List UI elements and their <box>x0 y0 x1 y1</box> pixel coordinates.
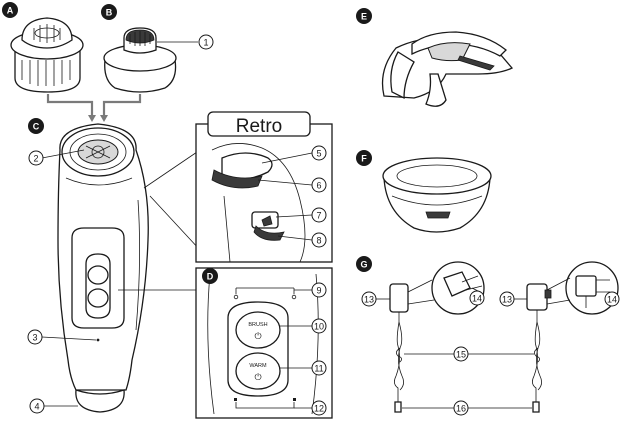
svg-text:10: 10 <box>314 322 324 332</box>
device-body <box>57 123 149 413</box>
brush-head-a <box>10 17 84 93</box>
svg-text:F: F <box>361 154 367 164</box>
badge-d: D <box>202 268 218 284</box>
label-2: 2 <box>28 150 44 166</box>
svg-text:14: 14 <box>607 295 617 305</box>
label-7: 7 <box>311 207 327 223</box>
svg-text:16: 16 <box>456 404 466 414</box>
power-icon: ⏻ <box>254 372 261 383</box>
label-16: 16 <box>453 400 469 416</box>
svg-text:1: 1 <box>203 38 208 48</box>
badge-e: E <box>356 8 372 24</box>
label-1: 1 <box>198 34 214 50</box>
svg-text:E: E <box>361 12 367 22</box>
svg-text:A: A <box>7 6 14 16</box>
svg-text:6: 6 <box>316 181 321 191</box>
label-5: 5 <box>311 145 327 161</box>
brush-button-label: BRUSH <box>248 322 267 328</box>
button-panel-d: BRUSH ⏻ WARM ⏻ <box>195 267 333 419</box>
svg-text:7: 7 <box>316 211 321 221</box>
label-15: 15 <box>453 346 469 362</box>
warm-button-label: WARM <box>249 363 267 369</box>
svg-text:13: 13 <box>364 295 374 305</box>
brush-button <box>235 311 281 349</box>
badge-f: F <box>356 150 372 166</box>
adapter-right <box>526 261 619 413</box>
svg-text:14: 14 <box>472 294 482 304</box>
label-10: 10 <box>311 318 327 334</box>
attach-arrows <box>46 94 142 122</box>
svg-text:13: 13 <box>502 295 512 305</box>
svg-text:8: 8 <box>316 236 321 246</box>
power-icon: ⏻ <box>254 331 261 342</box>
stand-e <box>381 31 514 107</box>
badge-c: C <box>28 118 44 134</box>
retro-callout: Retro <box>195 111 333 263</box>
svg-text:12: 12 <box>314 404 324 414</box>
label-4: 4 <box>29 398 45 414</box>
label-14b: 14 <box>604 291 620 307</box>
label-13b: 13 <box>499 291 515 307</box>
label-11: 11 <box>311 360 327 376</box>
retro-title: Retro <box>236 116 282 137</box>
svg-text:D: D <box>207 272 214 282</box>
svg-text:15: 15 <box>456 350 466 360</box>
label-3: 3 <box>27 329 43 345</box>
svg-text:G: G <box>360 260 367 270</box>
svg-text:9: 9 <box>316 286 321 296</box>
badge-b: B <box>101 4 117 20</box>
label-6: 6 <box>311 177 327 193</box>
adapter-left <box>389 261 485 413</box>
svg-text:4: 4 <box>34 402 39 412</box>
svg-text:B: B <box>106 8 113 18</box>
svg-text:3: 3 <box>32 333 37 343</box>
cap-f <box>382 157 492 233</box>
svg-text:C: C <box>33 122 40 132</box>
svg-text:11: 11 <box>314 364 323 374</box>
retro-title-box <box>207 111 311 137</box>
brush-head-b <box>103 27 177 93</box>
label-8: 8 <box>311 232 327 248</box>
label-13a: 13 <box>361 291 377 307</box>
svg-text:5: 5 <box>316 149 321 159</box>
badge-a: A <box>2 2 18 18</box>
svg-text:2: 2 <box>33 154 38 164</box>
warm-button <box>235 352 281 390</box>
badge-g: G <box>356 256 372 272</box>
label-9: 9 <box>311 282 327 298</box>
label-12: 12 <box>311 400 327 416</box>
label-14a: 14 <box>469 290 485 306</box>
